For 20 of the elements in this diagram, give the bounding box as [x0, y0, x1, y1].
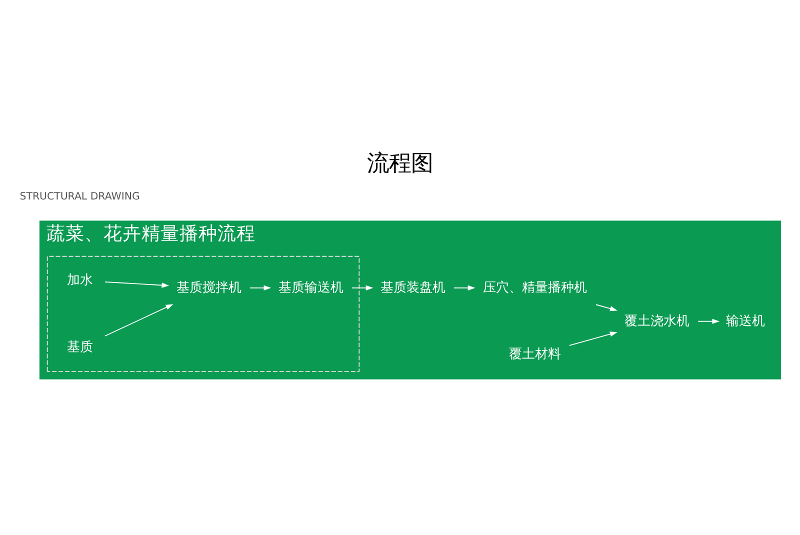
- arrow: [698, 318, 720, 324]
- arrow: [104, 304, 174, 336]
- label: STRUCTURAL DRAWING: [20, 192, 140, 203]
- node-text: 基质输送机: [278, 280, 344, 296]
- node-text: 基质装盘机: [380, 280, 446, 296]
- node-text: 压穴、精量播种机: [483, 280, 588, 296]
- arrow: [104, 281, 170, 288]
- arrow: [453, 285, 476, 291]
- node-text: 输送机: [726, 314, 766, 329]
- node-text: 覆土材料: [509, 347, 562, 362]
- cluster: [46, 256, 360, 372]
- arrow: [568, 332, 618, 346]
- arrow: [352, 285, 374, 291]
- node-text: 基质搅拌机: [176, 280, 242, 296]
- diagram-title: 流程图: [367, 150, 433, 176]
- node-text: 基质: [66, 340, 93, 355]
- arrow: [249, 285, 272, 291]
- arrow: [596, 304, 618, 312]
- node-text: 加水: [66, 272, 93, 288]
- node-text: 覆土浇水机: [624, 314, 690, 329]
